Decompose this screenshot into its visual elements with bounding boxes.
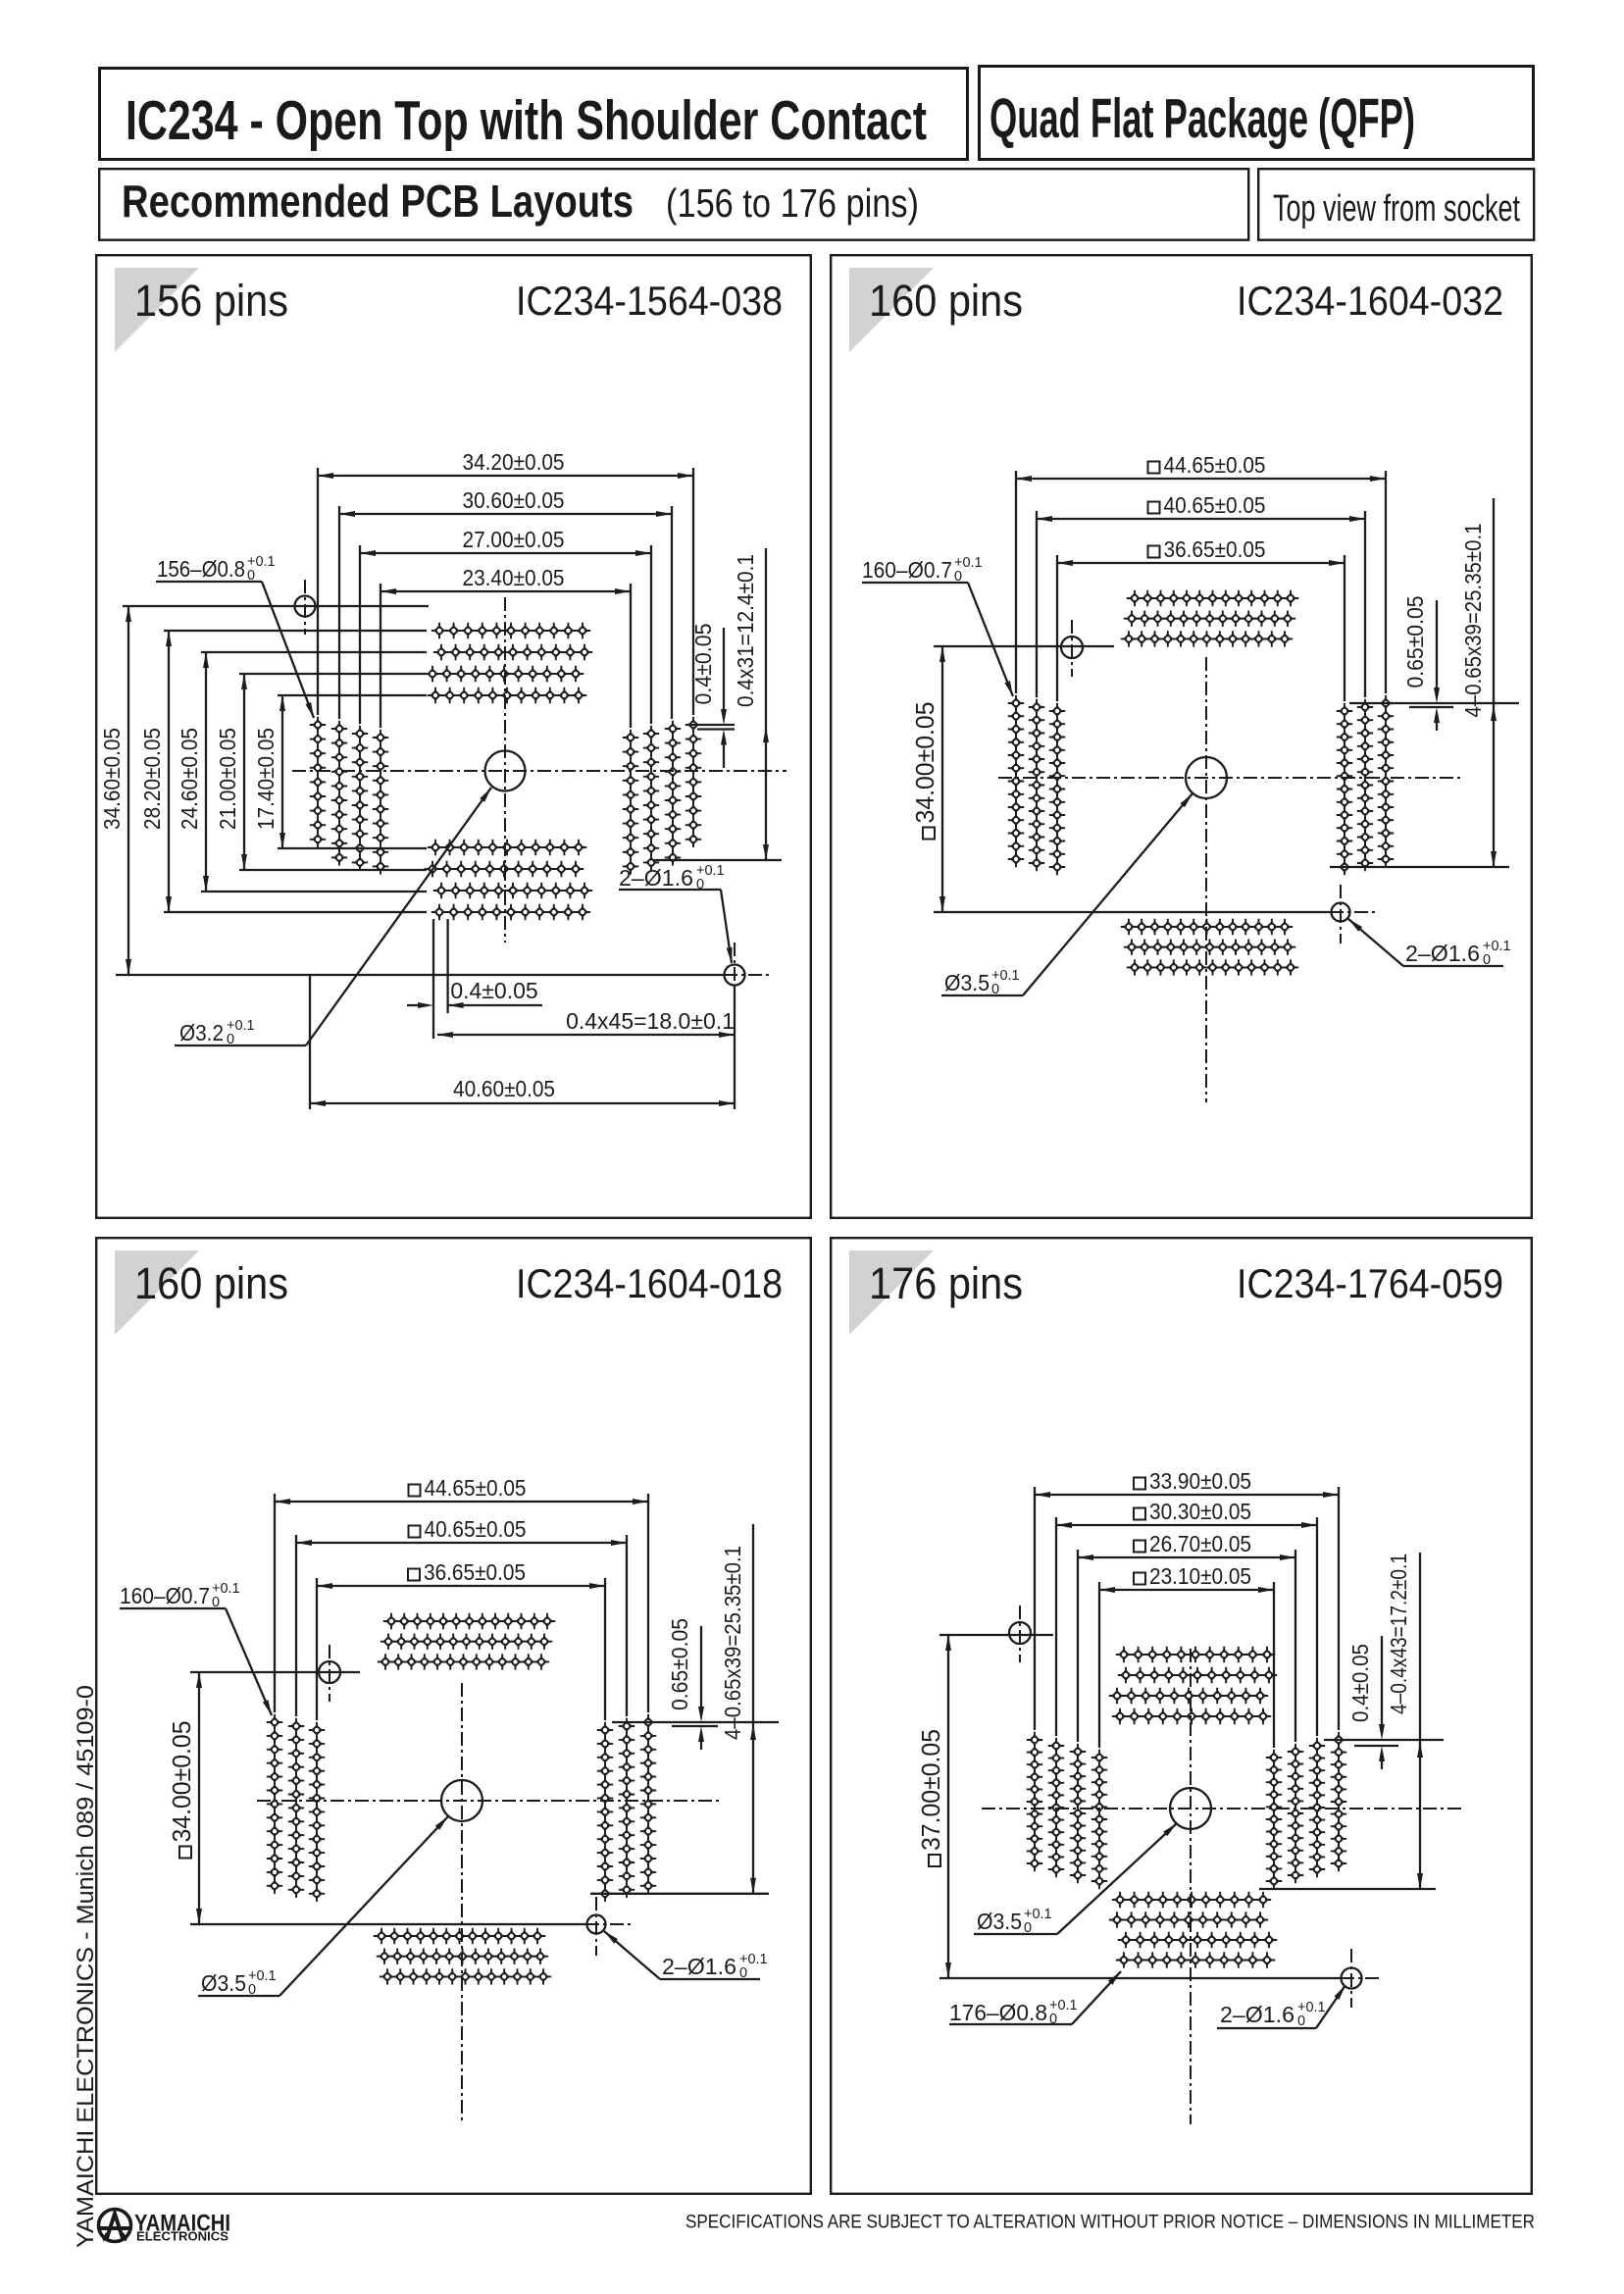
svg-text:24.60±0.05: 24.60±0.05 bbox=[177, 728, 202, 830]
svg-text:0: 0 bbox=[1483, 952, 1491, 968]
svg-text:0: 0 bbox=[954, 569, 962, 585]
svg-text:4–0.65x39=25.35±0.1: 4–0.65x39=25.35±0.1 bbox=[720, 1546, 745, 1740]
svg-text:IC234-1764-059: IC234-1764-059 bbox=[1237, 1260, 1503, 1306]
svg-text:0: 0 bbox=[1049, 2012, 1057, 2027]
svg-text:17.40±0.05: 17.40±0.05 bbox=[253, 728, 279, 830]
svg-text:Ø3.2: Ø3.2 bbox=[179, 1020, 224, 1045]
svg-text:+0.1: +0.1 bbox=[1049, 1998, 1078, 2014]
svg-text:40.65±0.05: 40.65±0.05 bbox=[425, 1516, 527, 1542]
svg-text:0: 0 bbox=[212, 1595, 220, 1610]
svg-text:28.20±0.05: 28.20±0.05 bbox=[139, 728, 165, 830]
svg-text:+0.1: +0.1 bbox=[247, 554, 276, 570]
svg-text:156 pins: 156 pins bbox=[134, 276, 288, 326]
svg-text:0.65±0.05: 0.65±0.05 bbox=[667, 1618, 692, 1710]
svg-text:+0.1: +0.1 bbox=[227, 1018, 255, 1034]
svg-text:Ø3.5: Ø3.5 bbox=[944, 970, 990, 995]
svg-text:160–Ø0.7: 160–Ø0.7 bbox=[862, 557, 952, 583]
svg-text:+0.1: +0.1 bbox=[991, 968, 1020, 984]
svg-text:0.4x45=18.0±0.1: 0.4x45=18.0±0.1 bbox=[566, 1008, 735, 1034]
svg-text:YAMAICHI: YAMAICHI bbox=[134, 2211, 230, 2237]
svg-text:0: 0 bbox=[991, 982, 999, 997]
svg-text:SPECIFICATIONS ARE SUBJECT TO: SPECIFICATIONS ARE SUBJECT TO ALTERATION… bbox=[685, 2212, 1535, 2233]
svg-text:Ø3.5: Ø3.5 bbox=[201, 1970, 246, 1996]
svg-text:+0.1: +0.1 bbox=[212, 1581, 240, 1597]
svg-text:0: 0 bbox=[1024, 1920, 1032, 1936]
svg-text:2–Ø1.6: 2–Ø1.6 bbox=[1220, 2002, 1294, 2027]
svg-text:26.70±0.05: 26.70±0.05 bbox=[1149, 1531, 1251, 1556]
svg-text:37.00±0.05: 37.00±0.05 bbox=[916, 1729, 945, 1851]
svg-text:+0.1: +0.1 bbox=[739, 1952, 768, 1967]
svg-text:2–Ø1.6: 2–Ø1.6 bbox=[619, 865, 693, 891]
svg-text:0: 0 bbox=[739, 1965, 747, 1981]
svg-text:IC234-1604-018: IC234-1604-018 bbox=[516, 1260, 783, 1306]
svg-text:0: 0 bbox=[696, 877, 704, 892]
svg-text:40.60±0.05: 40.60±0.05 bbox=[453, 1076, 555, 1101]
svg-text:0.4±0.05: 0.4±0.05 bbox=[1347, 1644, 1373, 1722]
svg-text:21.00±0.05: 21.00±0.05 bbox=[215, 728, 240, 830]
svg-text:0: 0 bbox=[1297, 2014, 1305, 2029]
svg-text:0.65±0.05: 0.65±0.05 bbox=[1402, 596, 1428, 688]
svg-text:+0.1: +0.1 bbox=[696, 863, 725, 879]
svg-text:176 pins: 176 pins bbox=[869, 1258, 1023, 1308]
svg-text:176–Ø0.8: 176–Ø0.8 bbox=[949, 2000, 1047, 2025]
svg-text:23.10±0.05: 23.10±0.05 bbox=[1149, 1563, 1251, 1589]
svg-text:0: 0 bbox=[247, 568, 255, 584]
svg-text:IC234-1604-032: IC234-1604-032 bbox=[1237, 278, 1503, 324]
svg-text:160 pins: 160 pins bbox=[134, 1258, 288, 1308]
svg-text:30.30±0.05: 30.30±0.05 bbox=[1149, 1499, 1251, 1524]
svg-text:ELECTRONICS: ELECTRONICS bbox=[136, 2230, 228, 2244]
svg-text:36.65±0.05: 36.65±0.05 bbox=[424, 1559, 526, 1585]
svg-text:Recommended PCB Layouts: Recommended PCB Layouts bbox=[122, 176, 634, 227]
svg-text:Top view from socket: Top view from socket bbox=[1273, 188, 1520, 229]
svg-text:44.65±0.05: 44.65±0.05 bbox=[1164, 452, 1266, 478]
svg-text:30.60±0.05: 30.60±0.05 bbox=[463, 487, 565, 513]
svg-text:+0.1: +0.1 bbox=[1297, 2000, 1326, 2015]
svg-text:40.65±0.05: 40.65±0.05 bbox=[1164, 492, 1266, 518]
svg-text:+0.1: +0.1 bbox=[1483, 939, 1511, 954]
svg-text:160–Ø0.7: 160–Ø0.7 bbox=[120, 1583, 210, 1608]
svg-text:YAMAICHI ELECTRONICS - M: YAMAICHI ELECTRONICS - Munich 089 / 4510… bbox=[73, 1685, 99, 2248]
svg-text:0: 0 bbox=[248, 1982, 256, 1998]
svg-text:0.4±0.05: 0.4±0.05 bbox=[450, 978, 537, 1003]
svg-text:+0.1: +0.1 bbox=[248, 1968, 277, 1984]
svg-text:34.60±0.05: 34.60±0.05 bbox=[99, 728, 125, 830]
svg-text:34.00±0.05: 34.00±0.05 bbox=[167, 1721, 196, 1843]
svg-text:2–Ø1.6: 2–Ø1.6 bbox=[662, 1954, 736, 1979]
svg-text:0: 0 bbox=[227, 1032, 234, 1047]
svg-text:Quad Flat Package (QFP): Quad Flat Package (QFP) bbox=[990, 87, 1415, 150]
svg-text:(156 to 176 pins): (156 to 176 pins) bbox=[666, 180, 919, 226]
svg-text:27.00±0.05: 27.00±0.05 bbox=[463, 527, 565, 552]
svg-text:IC234 - Open Top with Shoulder: IC234 - Open Top with Shoulder Contact bbox=[126, 89, 927, 152]
svg-text:34.20±0.05: 34.20±0.05 bbox=[463, 449, 565, 475]
svg-text:160 pins: 160 pins bbox=[869, 276, 1023, 326]
svg-text:23.40±0.05: 23.40±0.05 bbox=[463, 565, 565, 590]
svg-text:2–Ø1.6: 2–Ø1.6 bbox=[1405, 941, 1480, 966]
svg-text:0.4x31=12.4±0.1: 0.4x31=12.4±0.1 bbox=[733, 554, 758, 707]
svg-text:+0.1: +0.1 bbox=[954, 555, 983, 571]
svg-text:Ø3.5: Ø3.5 bbox=[977, 1909, 1022, 1934]
svg-text:34.00±0.05: 34.00±0.05 bbox=[910, 702, 939, 824]
svg-text:4–0.65x39=25.35±0.1: 4–0.65x39=25.35±0.1 bbox=[1460, 524, 1486, 718]
svg-text:4–0.4x43=17.2±0.1: 4–0.4x43=17.2±0.1 bbox=[1386, 1554, 1411, 1714]
svg-text:44.65±0.05: 44.65±0.05 bbox=[425, 1475, 527, 1501]
svg-text:36.65±0.05: 36.65±0.05 bbox=[1164, 536, 1266, 562]
svg-text:+0.1: +0.1 bbox=[1024, 1907, 1052, 1922]
svg-text:0.4±0.05: 0.4±0.05 bbox=[690, 624, 716, 705]
svg-text:33.90±0.05: 33.90±0.05 bbox=[1149, 1468, 1251, 1494]
svg-text:IC234-1564-038: IC234-1564-038 bbox=[516, 278, 783, 324]
svg-text:156–Ø0.8: 156–Ø0.8 bbox=[157, 556, 245, 582]
